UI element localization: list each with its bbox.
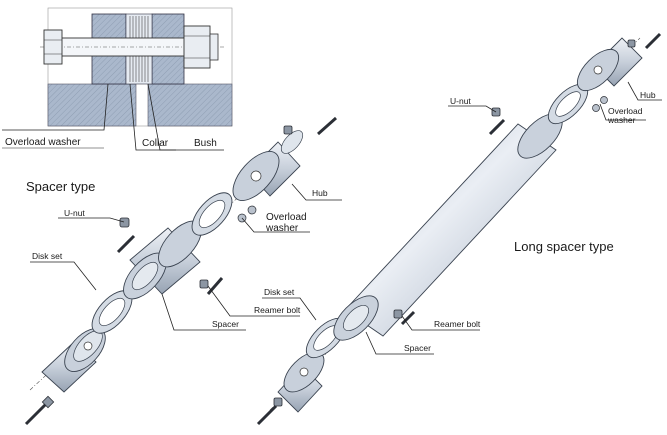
label-u-nut-spacer: U-nut [64,208,85,218]
label-collar: Collar [142,138,169,149]
label-disk-set-spacer: Disk set [32,251,63,261]
label-u-nut-long: U-nut [450,96,471,106]
spacer-type-title: Spacer type [26,179,95,194]
label-overload-line2-spacer: washer [265,223,299,234]
disk-set-lower [91,290,133,334]
long-spacer-tube [333,113,563,341]
hub-top-long [576,37,643,92]
label-disk-set-long: Disk set [264,287,295,297]
label-spacer-spacer: Spacer [212,319,239,329]
label-overload-line1-long: Overload [608,106,643,116]
u-nut-spacer [116,217,136,254]
bolt-head-detail [43,29,63,65]
label-reamer-bolt-spacer: Reamer bolt [254,305,301,315]
label-reamer-bolt-long: Reamer bolt [434,319,481,329]
disk-set-upper [191,192,233,236]
hub-top-spacer [232,130,304,201]
overload-washer-spacer [237,205,257,223]
nut-detail [183,25,219,69]
label-hub-long: Hub [640,90,656,100]
disk-set-upper-long [547,83,589,125]
spacer-type-assembly: Spacer type [24,116,342,426]
label-overload-line1-spacer: Overload [266,212,307,223]
hub-bottom-long [277,351,325,413]
overload-washer-long [592,96,608,112]
top-bolt-long [627,32,662,50]
long-spacer-type-assembly: Long spacer type [256,32,662,426]
reamer-bolt-spacer [199,277,224,295]
u-nut-long [488,107,506,136]
label-overload-washer-detail: Overload washer [5,137,81,148]
label-spacer-long: Spacer [404,343,431,353]
label-bush: Bush [194,138,217,149]
long-spacer-type-title: Long spacer type [514,239,614,254]
reamer-bolt-long [393,309,416,326]
label-hub-spacer: Hub [312,188,328,198]
cross-section-detail: Overload washer Collar Bush [2,7,233,151]
reamer-bolt-bottom-long [256,397,283,426]
reamer-bolt-bottom [24,395,55,426]
label-overload-line2-long: washer [607,115,636,125]
spacer-body [123,220,202,300]
top-bolt-spacer [283,116,337,136]
